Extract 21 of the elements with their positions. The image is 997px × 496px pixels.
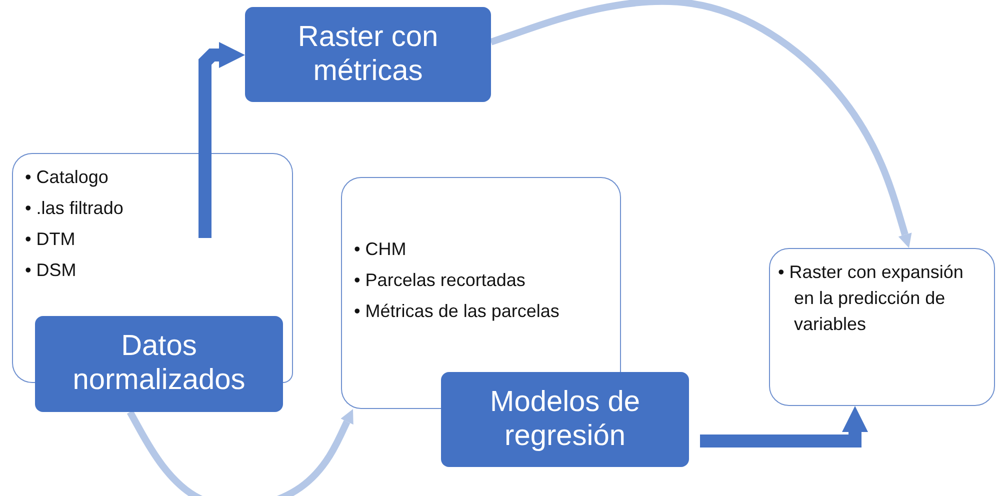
bullet-item: • DSM	[25, 259, 78, 282]
bullet-item: • Métricas de las parcelas	[354, 300, 560, 323]
content-card	[769, 248, 995, 406]
step-title-box	[245, 7, 491, 102]
step-title-box	[441, 372, 689, 467]
bullet-item: • Raster con expansión en la predicción de variables	[778, 261, 964, 336]
arrow	[490, 0, 912, 248]
arrow	[198, 42, 245, 238]
step-title: Raster con métricas	[296, 20, 440, 88]
content-card	[341, 177, 621, 372]
bullet-item: • Catalogo	[25, 166, 110, 189]
bullet-item: • .las filtrado	[25, 197, 124, 220]
bullet-item: • DTM	[25, 228, 76, 251]
step-title: Datos normalizados	[72, 330, 246, 398]
arrow	[126, 409, 354, 496]
arrow	[700, 406, 868, 448]
bullet-item: • Parcelas recortadas	[354, 269, 526, 292]
step-title: Modelos de regresión	[489, 386, 641, 454]
bullet-item: • CHM	[354, 238, 408, 261]
content-card	[12, 153, 293, 316]
step-title-box	[35, 316, 283, 412]
